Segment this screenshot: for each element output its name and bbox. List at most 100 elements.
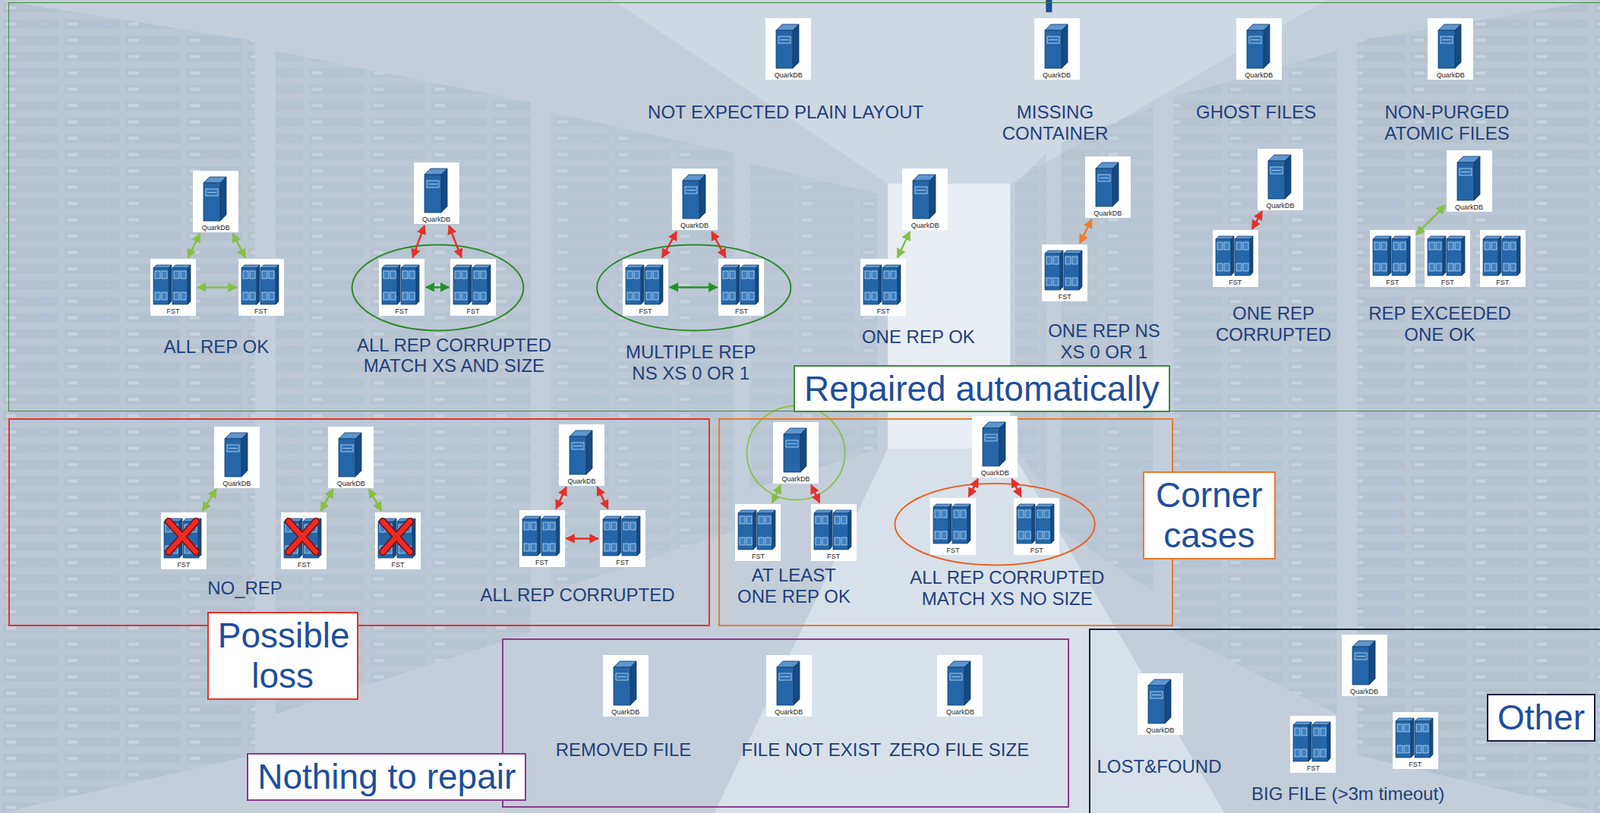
server-drawing [1480, 230, 1523, 278]
fst-server: FST [1392, 712, 1439, 770]
fst-drawing [522, 516, 560, 556]
fst-drawing [721, 265, 759, 305]
server-label: QuarkDB [937, 709, 983, 717]
fst-drawing [814, 510, 852, 550]
fst-server: FST [860, 258, 906, 316]
quarkdb-server: QuarkDB [558, 424, 605, 486]
replica-link [711, 231, 726, 258]
replica-link [369, 489, 382, 512]
fst-drawing [863, 265, 901, 305]
server-label: FST [150, 308, 196, 316]
fst-drawing [738, 510, 776, 550]
rack-row [1173, 50, 1337, 714]
replica-link [426, 286, 449, 289]
server-label: FST [860, 308, 906, 316]
replica-link [669, 286, 717, 289]
server-label: QuarkDB [766, 709, 812, 717]
region-heading: Possible loss [207, 612, 359, 701]
scenario-caption: REP EXCEEDED ONE OK [1358, 302, 1522, 345]
replica-link [202, 489, 217, 512]
quarkdb-server: QuarkDB [902, 168, 948, 231]
server-drawing [971, 416, 1015, 469]
fst-server: FST [1480, 230, 1526, 288]
server-drawing [1034, 18, 1077, 71]
fst-drawing [1483, 236, 1521, 276]
server-drawing [192, 170, 236, 224]
server-label: QuarkDB [558, 478, 605, 486]
server-drawing [280, 512, 324, 561]
server-label: FST [519, 559, 565, 567]
server-drawing [1424, 230, 1468, 278]
server-label: QuarkDB [1085, 210, 1131, 218]
fst-drawing [153, 265, 191, 305]
server-drawing [238, 258, 281, 307]
server-label: QuarkDB [765, 72, 812, 79]
server-label: FST [378, 308, 425, 316]
server-label: FST [1424, 279, 1471, 287]
server-drawing [1290, 716, 1333, 764]
replica-link [233, 233, 246, 258]
scenario-caption: ONE REP CORRUPTED [1207, 302, 1341, 345]
fst-server: FST [150, 258, 196, 316]
server-drawing [1137, 673, 1181, 726]
server-label: QuarkDB [1341, 688, 1388, 696]
fst-server: FST [1369, 230, 1416, 288]
scenario-caption: MULTIPLE REP NS XS 0 OR 1 [614, 341, 768, 384]
fst-server: FST [238, 258, 285, 316]
server-label: FST [280, 561, 327, 569]
quarkdb-drawing [1246, 24, 1270, 69]
fst-server: FST [375, 512, 421, 570]
fst-drawing [241, 265, 279, 305]
fst-server: FST [718, 258, 764, 316]
fst-server: FST [930, 498, 976, 556]
quarkdb-drawing [947, 661, 971, 706]
server-drawing [1212, 230, 1256, 278]
replica-link [320, 489, 333, 512]
fst-server: FST [378, 258, 425, 316]
quarkdb-server: QuarkDB [672, 168, 718, 231]
fst-server: FST [811, 504, 857, 562]
replica-link [597, 487, 609, 510]
fst-server: FST [599, 510, 646, 568]
server-label: FST [811, 553, 857, 561]
fst-drawing [1293, 722, 1331, 762]
server-drawing [602, 655, 646, 708]
lost-replica-cross [288, 521, 316, 553]
quarkdb-server: QuarkDB [766, 655, 812, 717]
fst-server: FST [450, 258, 496, 316]
server-drawing [622, 258, 666, 307]
scenario-caption: ALL REP OK [164, 336, 270, 358]
quarkdb-drawing [1457, 156, 1481, 201]
quarkdb-server: QuarkDB [413, 162, 460, 225]
fst-drawing [453, 265, 491, 305]
server-label: FST [622, 308, 669, 316]
server-label: QuarkDB [1257, 202, 1304, 210]
fst-drawing [284, 518, 322, 559]
replica-group-ring [894, 483, 1095, 566]
quarkdb-server: QuarkDB [1446, 150, 1493, 212]
replica-link [412, 225, 424, 258]
region-heading: Nothing to repair [246, 753, 527, 802]
server-drawing [672, 168, 715, 221]
fst-drawing [602, 516, 641, 556]
scenario-caption: NO_REP [207, 577, 283, 600]
quarkdb-server: QuarkDB [1085, 156, 1131, 218]
replica-link [197, 286, 237, 289]
fst-drawing [1395, 718, 1433, 758]
server-label: QuarkDB [413, 216, 460, 224]
server-label: FST [238, 308, 285, 316]
server-label: QuarkDB [602, 709, 649, 717]
quarkdb-drawing [776, 661, 800, 706]
scenario-caption: LOST&FOUND [1096, 756, 1222, 778]
server-label: FST [1392, 761, 1439, 769]
scenario-caption: ALL REP CORRUPTED MATCH XS NO SIZE [894, 567, 1120, 610]
fst-drawing [933, 504, 971, 544]
fst-server: FST [1013, 498, 1060, 556]
server-drawing [930, 498, 973, 546]
server-drawing [773, 422, 816, 475]
server-label: FST [450, 308, 496, 316]
quarkdb-drawing [338, 432, 362, 477]
rack-row [1357, 0, 1600, 813]
server-drawing [860, 258, 903, 307]
